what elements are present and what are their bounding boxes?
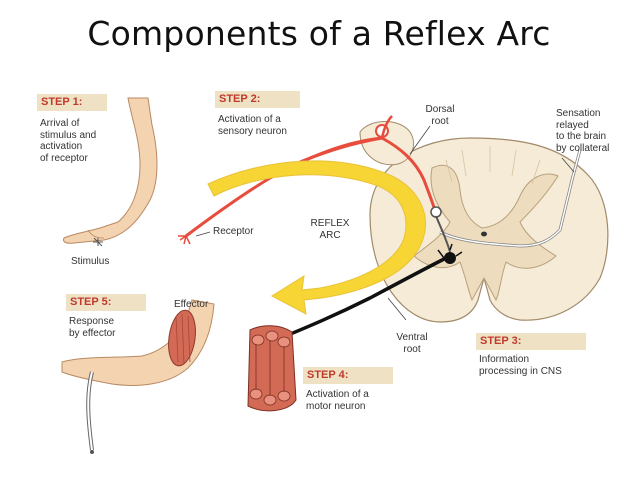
step-2-description: Activation of a sensory neuron xyxy=(218,114,287,137)
dorsal-root-label-line: root xyxy=(431,115,449,127)
receptor-label: Receptor xyxy=(213,226,254,237)
step-4-line: Activation of a xyxy=(306,389,369,400)
step-2-line: Activation of a xyxy=(218,114,281,125)
step-4-description: Activation of a motor neuron xyxy=(306,389,369,412)
step-1-description: Arrival of stimulus and activation of re… xyxy=(40,118,96,164)
step-5-line: Response xyxy=(69,316,115,327)
step-1-line: activation xyxy=(40,141,83,152)
step-2-tag: STEP 2: xyxy=(215,91,300,108)
step-1-line: stimulus and xyxy=(40,129,97,141)
ventral-root-label-line: root xyxy=(403,343,421,355)
spinal-cord-section xyxy=(369,137,609,323)
step-5-line: by effector xyxy=(69,327,116,339)
sensation-label-line: Sensation xyxy=(556,108,601,119)
step-5-tag: STEP 5: xyxy=(66,294,146,311)
stimulus-marker xyxy=(93,237,103,247)
step-2-line: sensory neuron xyxy=(218,125,287,137)
stimulus-label: Stimulus xyxy=(71,256,110,267)
sensation-label-line: to the brain xyxy=(556,131,607,142)
step-1-tag: STEP 1: xyxy=(37,94,107,111)
interneuron-cell xyxy=(430,206,442,218)
arm-illustration-upper xyxy=(63,97,158,244)
step-3-tag: STEP 3: xyxy=(476,333,586,350)
arm-illustration-lower xyxy=(61,299,215,386)
step-3-line: Information xyxy=(479,354,530,365)
muscle-bundle xyxy=(247,325,297,412)
reflex-arc-label-line: REFLEX xyxy=(310,218,350,229)
dorsal-root-label-line: Dorsal xyxy=(425,104,455,115)
step-3-line: processing in CNS xyxy=(479,365,562,377)
sensation-label-line: by collateral xyxy=(556,142,610,154)
step-1-line: of receptor xyxy=(40,152,88,164)
dorsal-root-label: Dorsal root xyxy=(418,104,462,127)
page-title: Components of a Reflex Arc xyxy=(87,14,551,53)
step-4-tag: STEP 4: xyxy=(303,367,393,384)
step-4-line: motor neuron xyxy=(306,400,366,412)
step-1-line: Arrival of xyxy=(40,118,80,129)
reflex-arc-label: REFLEX ARC xyxy=(310,218,350,241)
step-5-description: Response by effector xyxy=(69,316,116,339)
reflex-arc-label-line: ARC xyxy=(319,229,341,241)
leader-lines xyxy=(195,125,575,321)
reflex-arc-arrow xyxy=(207,160,426,315)
ventral-root-label: Ventral root xyxy=(390,332,434,355)
effector-label: Effector xyxy=(174,299,209,310)
response-arrow xyxy=(86,371,94,454)
sensation-label-line: relayed xyxy=(556,119,589,131)
step-3-description: Information processing in CNS xyxy=(479,354,562,377)
ventral-root-label-line: Ventral xyxy=(396,332,428,343)
dorsal-root-ganglion xyxy=(359,121,414,166)
sensation-label: Sensation relayed to the brain by collat… xyxy=(556,108,609,154)
